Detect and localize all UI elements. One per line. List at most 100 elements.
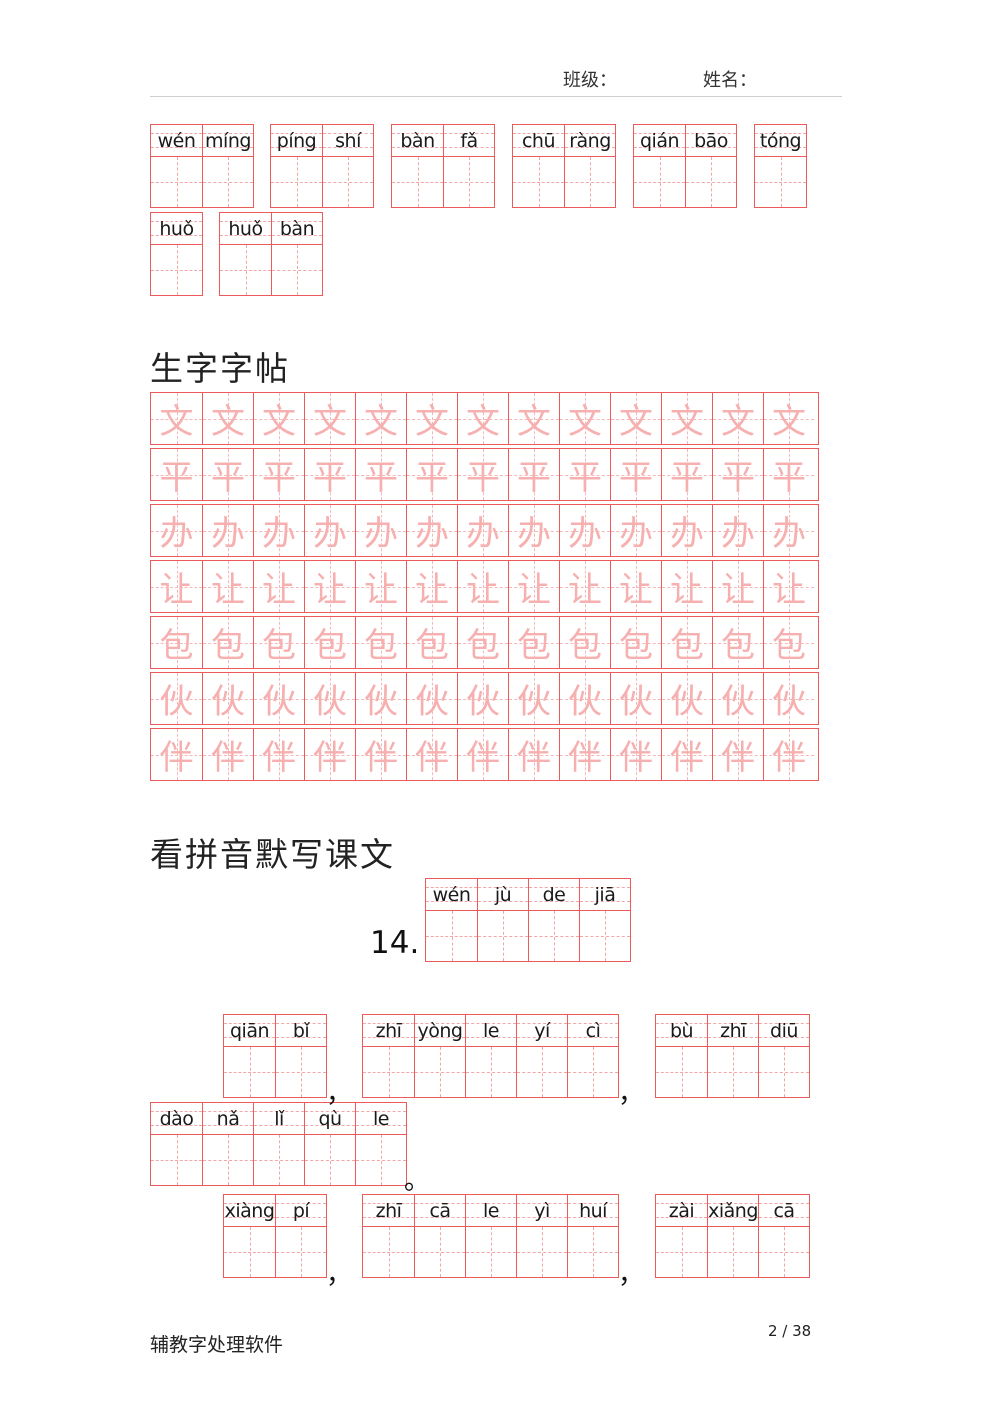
trace-cell[interactable]: 平 — [457, 449, 508, 500]
trace-cell[interactable]: 让 — [712, 561, 763, 612]
trace-cell[interactable]: 办 — [559, 505, 610, 556]
trace-cell[interactable]: 文 — [610, 393, 661, 444]
trace-cell[interactable]: 伙 — [202, 673, 253, 724]
trace-cell[interactable]: 平 — [712, 449, 763, 500]
trace-cell[interactable]: 伙 — [457, 673, 508, 724]
tianzige-box[interactable] — [565, 157, 615, 207]
tianzige-box[interactable] — [580, 911, 630, 961]
writing-cell[interactable]: bǐ — [275, 1015, 326, 1097]
trace-cell[interactable]: 平 — [406, 449, 457, 500]
writing-cell[interactable]: bāo — [685, 125, 736, 207]
trace-cell[interactable]: 让 — [661, 561, 712, 612]
tianzige-box[interactable] — [708, 1227, 758, 1277]
trace-cell[interactable]: 伙 — [559, 673, 610, 724]
trace-cell[interactable]: 包 — [253, 617, 304, 668]
trace-cell[interactable]: 办 — [253, 505, 304, 556]
trace-cell[interactable]: 平 — [508, 449, 559, 500]
writing-cell[interactable]: lǐ — [253, 1103, 304, 1185]
trace-cell[interactable]: 伴 — [151, 729, 202, 780]
trace-cell[interactable]: 办 — [304, 505, 355, 556]
trace-cell[interactable]: 办 — [661, 505, 712, 556]
trace-cell[interactable]: 平 — [610, 449, 661, 500]
trace-cell[interactable]: 平 — [661, 449, 712, 500]
tianzige-box[interactable] — [271, 157, 322, 207]
trace-cell[interactable]: 文 — [559, 393, 610, 444]
tianzige-box[interactable] — [466, 1227, 516, 1277]
trace-cell[interactable]: 伴 — [610, 729, 661, 780]
trace-cell[interactable]: 文 — [661, 393, 712, 444]
trace-cell[interactable]: 让 — [202, 561, 253, 612]
writing-cell[interactable]: chū — [513, 125, 564, 207]
tianzige-box[interactable] — [220, 245, 271, 295]
writing-cell[interactable]: tóng — [755, 125, 806, 207]
tianzige-box[interactable] — [224, 1047, 275, 1097]
writing-cell[interactable]: nǎ — [202, 1103, 253, 1185]
writing-cell[interactable]: shí — [322, 125, 373, 207]
trace-cell[interactable]: 文 — [202, 393, 253, 444]
trace-cell[interactable]: 办 — [508, 505, 559, 556]
trace-cell[interactable]: 伴 — [508, 729, 559, 780]
tianzige-box[interactable] — [529, 911, 579, 961]
tianzige-box[interactable] — [568, 1227, 618, 1277]
trace-cell[interactable]: 让 — [559, 561, 610, 612]
trace-cell[interactable]: 伙 — [610, 673, 661, 724]
trace-cell[interactable]: 包 — [457, 617, 508, 668]
tianzige-box[interactable] — [276, 1227, 326, 1277]
trace-cell[interactable]: 伴 — [457, 729, 508, 780]
writing-cell[interactable]: de — [528, 879, 579, 961]
tianzige-box[interactable] — [392, 157, 443, 207]
trace-cell[interactable]: 文 — [763, 393, 814, 444]
tianzige-box[interactable] — [478, 911, 528, 961]
tianzige-box[interactable] — [444, 157, 494, 207]
tianzige-box[interactable] — [305, 1135, 355, 1185]
tianzige-box[interactable] — [363, 1047, 414, 1097]
tianzige-box[interactable] — [356, 1135, 406, 1185]
writing-cell[interactable]: cā — [414, 1195, 465, 1277]
trace-cell[interactable]: 办 — [202, 505, 253, 556]
writing-cell[interactable]: jù — [477, 879, 528, 961]
tianzige-box[interactable] — [272, 245, 322, 295]
trace-cell[interactable]: 办 — [610, 505, 661, 556]
trace-cell[interactable]: 包 — [661, 617, 712, 668]
trace-cell[interactable]: 伴 — [202, 729, 253, 780]
trace-cell[interactable]: 伙 — [508, 673, 559, 724]
tianzige-box[interactable] — [323, 157, 373, 207]
writing-cell[interactable]: le — [465, 1195, 516, 1277]
trace-cell[interactable]: 平 — [304, 449, 355, 500]
trace-cell[interactable]: 伴 — [304, 729, 355, 780]
trace-cell[interactable]: 伴 — [763, 729, 814, 780]
writing-cell[interactable]: fǎ — [443, 125, 494, 207]
writing-cell[interactable]: huǒ — [220, 213, 271, 295]
tianzige-box[interactable] — [203, 1135, 253, 1185]
writing-cell[interactable]: qù — [304, 1103, 355, 1185]
trace-cell[interactable]: 包 — [304, 617, 355, 668]
writing-cell[interactable]: qiān — [224, 1015, 275, 1097]
tianzige-box[interactable] — [708, 1047, 758, 1097]
trace-cell[interactable]: 文 — [355, 393, 406, 444]
trace-cell[interactable]: 文 — [253, 393, 304, 444]
tianzige-box[interactable] — [686, 157, 736, 207]
tianzige-box[interactable] — [466, 1047, 516, 1097]
trace-cell[interactable]: 办 — [763, 505, 814, 556]
writing-cell[interactable]: bù — [656, 1015, 707, 1097]
tianzige-box[interactable] — [759, 1227, 809, 1277]
tianzige-box[interactable] — [254, 1135, 304, 1185]
trace-cell[interactable]: 伙 — [406, 673, 457, 724]
tianzige-box[interactable] — [276, 1047, 326, 1097]
trace-cell[interactable]: 伴 — [559, 729, 610, 780]
trace-cell[interactable]: 让 — [253, 561, 304, 612]
writing-cell[interactable]: dào — [151, 1103, 202, 1185]
trace-cell[interactable]: 包 — [712, 617, 763, 668]
writing-cell[interactable]: zhī — [707, 1015, 758, 1097]
writing-cell[interactable]: ràng — [564, 125, 615, 207]
trace-cell[interactable]: 让 — [763, 561, 814, 612]
trace-cell[interactable]: 文 — [151, 393, 202, 444]
trace-cell[interactable]: 伴 — [661, 729, 712, 780]
writing-cell[interactable]: le — [465, 1015, 516, 1097]
tianzige-box[interactable] — [568, 1047, 618, 1097]
tianzige-box[interactable] — [151, 1135, 202, 1185]
trace-cell[interactable]: 伴 — [712, 729, 763, 780]
trace-cell[interactable]: 平 — [763, 449, 814, 500]
trace-cell[interactable]: 办 — [406, 505, 457, 556]
trace-cell[interactable]: 让 — [406, 561, 457, 612]
